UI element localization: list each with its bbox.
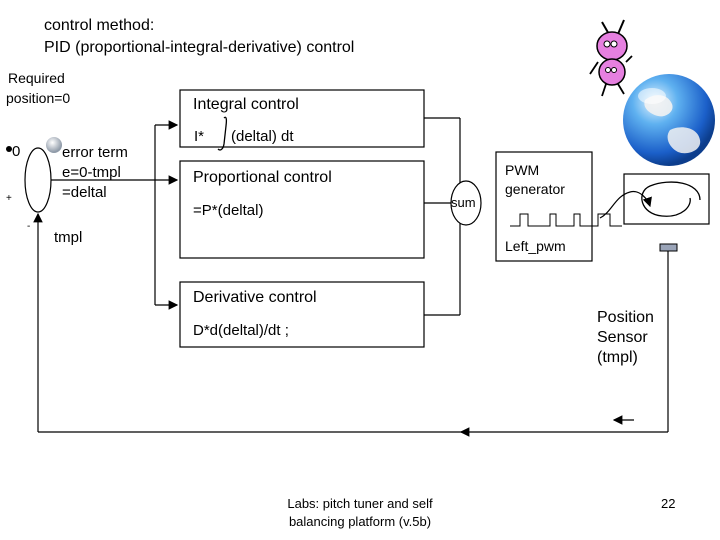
sum-label: sum [451,195,476,210]
sensor-line-3: (tmpl) [597,349,638,366]
required-line-2: position=0 [6,90,71,106]
wheel-loop [641,181,701,217]
mascot-icon [589,19,633,97]
feedback-label: tmpl [54,229,83,246]
pwm-waveform [510,213,622,227]
error-term-line-1: error term [62,144,128,161]
pwm-line-1: PWM [505,162,540,178]
error-term-line-2: e=0-tmpl [62,164,121,181]
footer-line-1: Labs: pitch tuner and self [287,496,433,511]
pwm-line-2: generator [505,181,565,197]
proportional-box [179,160,425,259]
integral-formula: (deltal) dt [231,128,294,145]
pwm-signal-label: Left_pwm [505,238,566,254]
globe-icon [623,74,715,166]
motor-wire [599,190,652,219]
page-number: 22 [661,496,676,511]
footer-line-2: balancing platform (v.5b) [288,514,432,529]
error-term-line-3: =deltal [62,184,107,201]
input-zero: 0 [12,143,21,160]
sum-ellipse [450,180,482,226]
integral-title: Integral control [193,96,299,113]
integral-sign [217,116,228,151]
derivative-box [179,281,425,348]
required-line-1: Required [8,70,65,86]
proportional-title: Proportional control [193,169,332,186]
pwm-box [495,151,593,262]
proportional-formula: =P*(deltal) [193,202,264,219]
sensor-line-1: Position [597,309,654,326]
title-line-2: PID (proportional-integral-derivative) c… [44,39,355,56]
plus-sign: + [6,193,12,204]
error-bubble [46,137,62,153]
sensor-line-2: Sensor [597,329,648,346]
derivative-formula: D*d(deltal)/dt ; [193,322,289,339]
input-dot [6,146,12,152]
minus-sign: - [27,221,31,232]
derivative-title: Derivative control [193,289,317,306]
sensor-block [659,243,678,252]
title-line-1: control method: [44,17,155,34]
summing-junction [24,147,52,213]
integral-prefix: I* [194,128,205,145]
